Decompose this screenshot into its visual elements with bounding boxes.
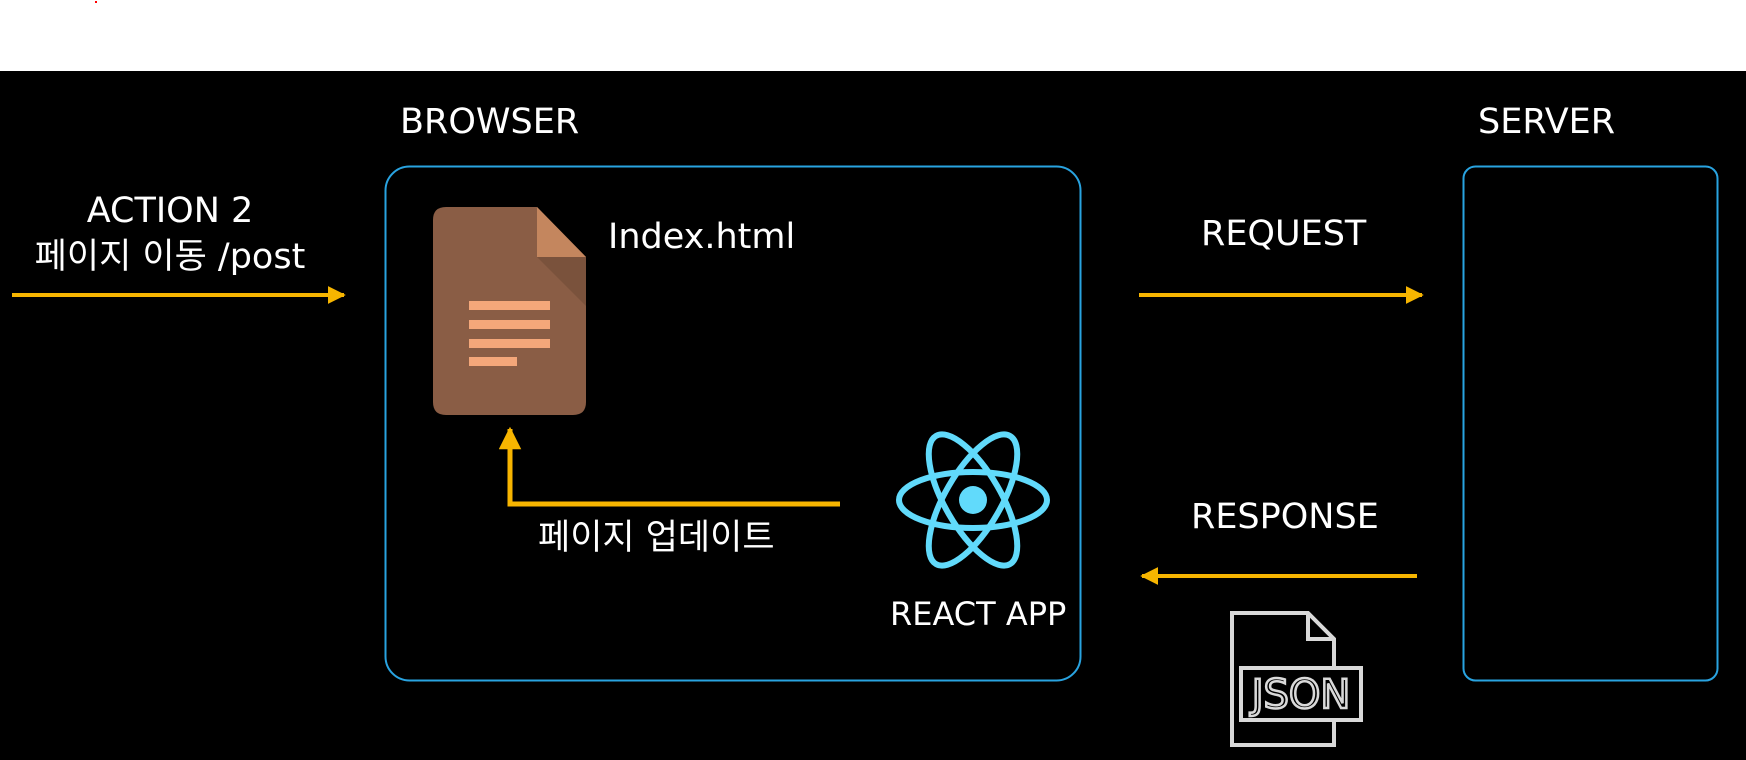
request-label: REQUEST — [1201, 214, 1367, 254]
page-update-label: 페이지 업데이트 — [538, 518, 775, 558]
page-update-arrow — [498, 426, 840, 507]
document-icon — [433, 207, 586, 415]
react-app-label: REACT APP — [890, 595, 1067, 633]
browser-title: BROWSER — [400, 102, 580, 142]
action-title: ACTION 2 — [86, 191, 254, 231]
diagram-graphics: JSON — [12, 165, 1719, 747]
stray-mark — [95, 1, 97, 3]
action-label: ACTION 2 페이지 이동 /post — [18, 189, 322, 280]
json-file-icon: JSON — [1230, 611, 1363, 747]
server-box — [1462, 165, 1719, 682]
json-icon-text: JSON — [1249, 672, 1351, 718]
action-description: 페이지 이동 /post — [34, 236, 306, 277]
diagram-canvas: JSON ACTION 2 페이지 이동 /post BROWSER SERVE… — [0, 71, 1746, 760]
response-label: RESPONSE — [1191, 497, 1379, 537]
browser-box — [384, 165, 1082, 682]
server-title: SERVER — [1478, 102, 1616, 142]
react-logo-icon — [896, 431, 1050, 569]
file-label: Index.html — [608, 217, 796, 257]
